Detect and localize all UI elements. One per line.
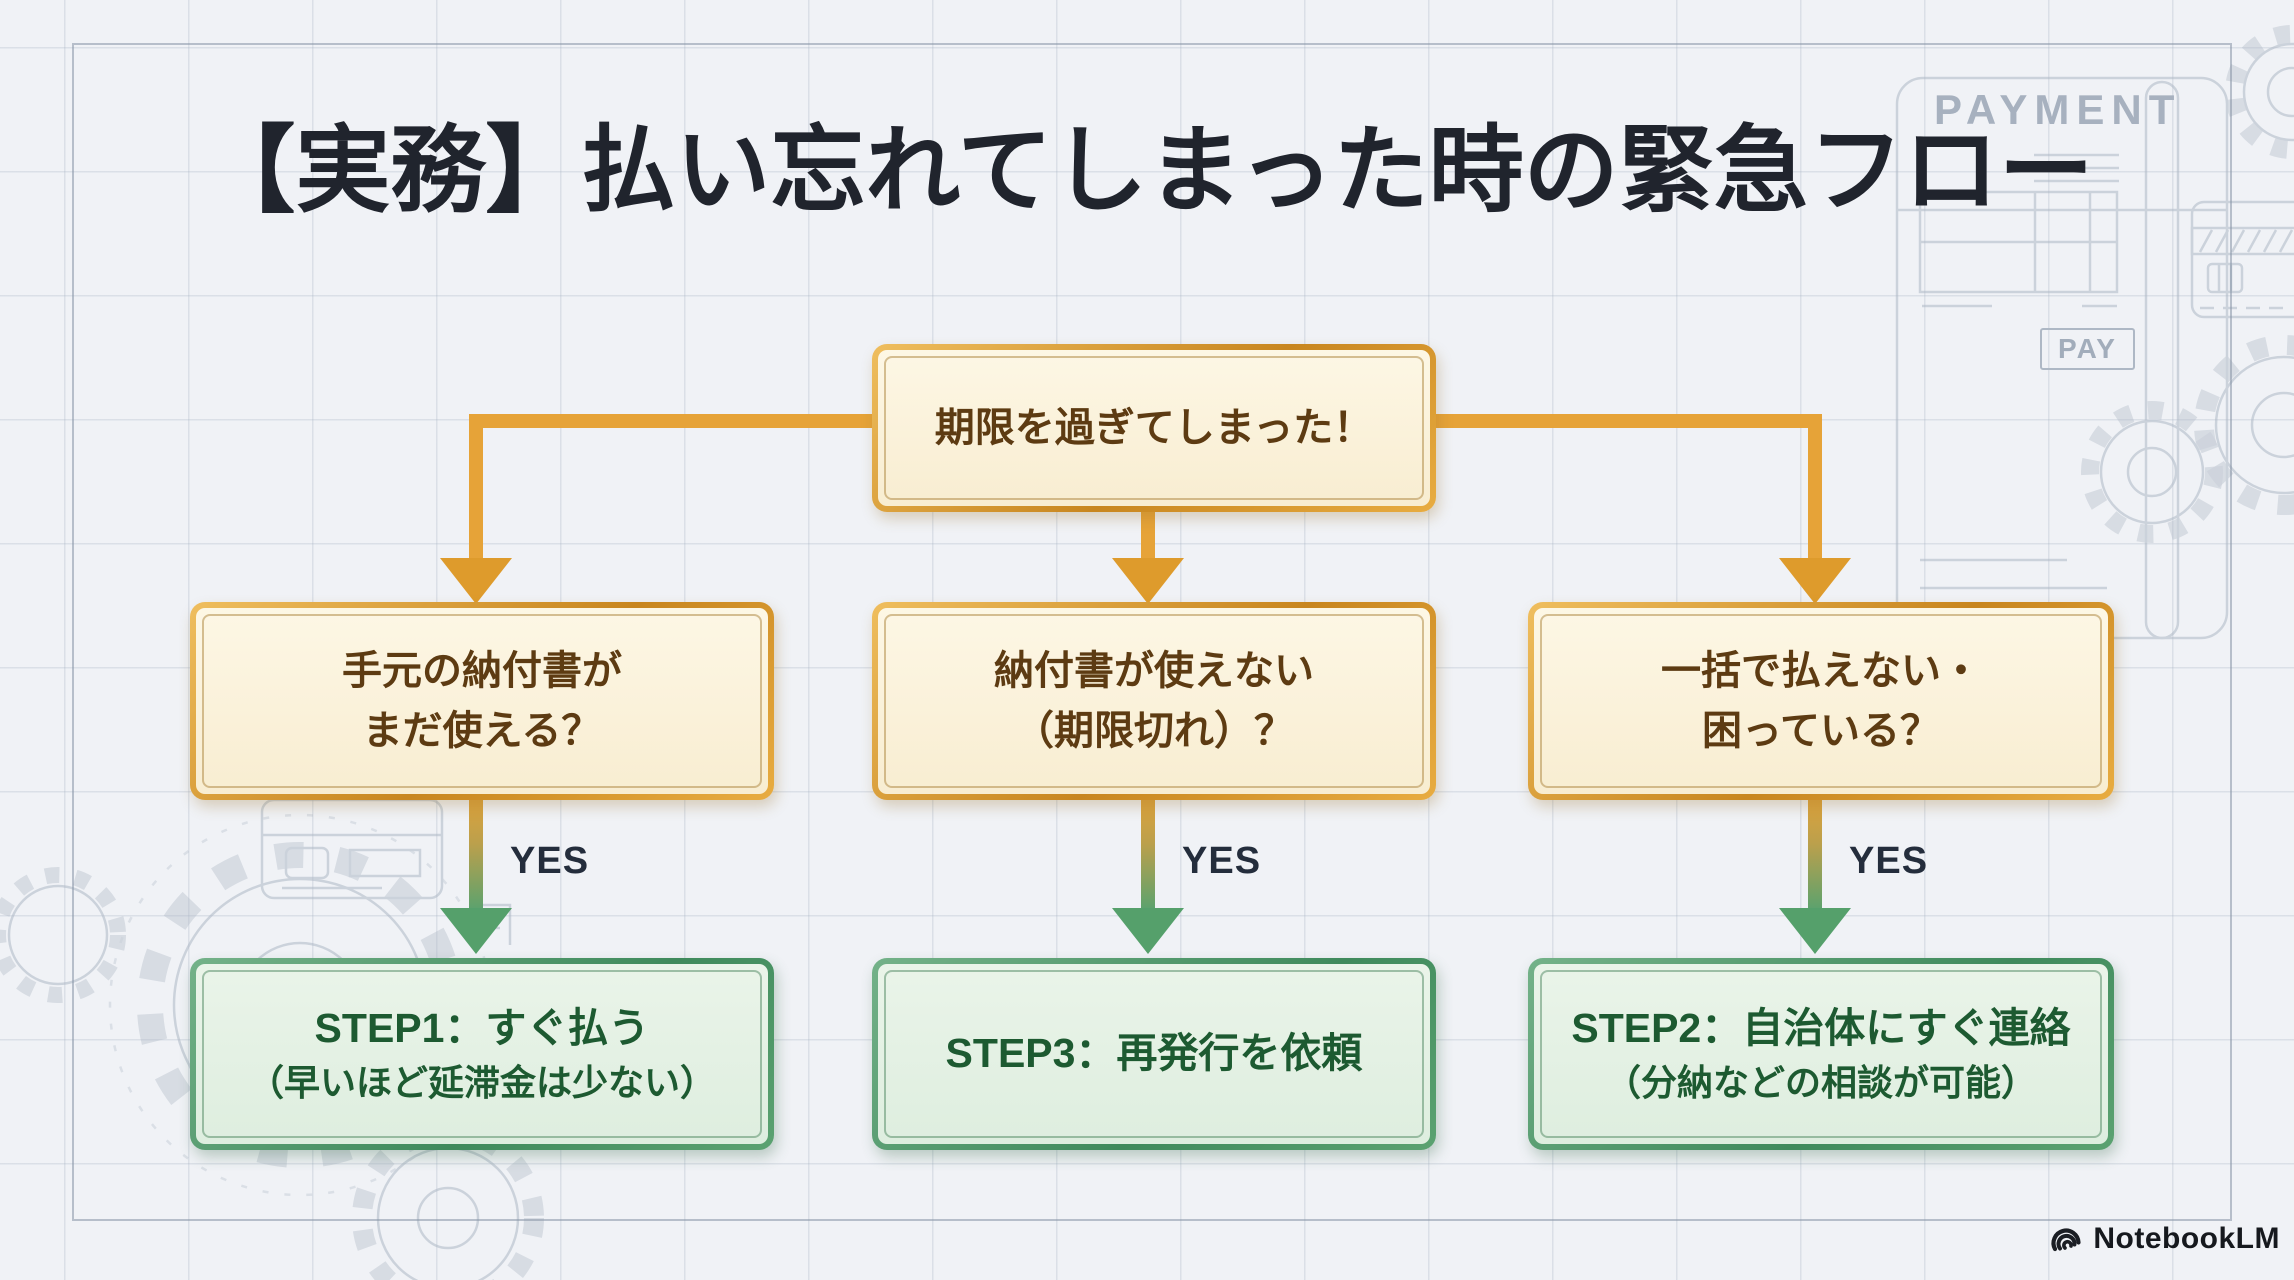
- question-3-line-1: 一括で払えない・: [1661, 649, 1981, 693]
- flow-node-question-2: 納付書が使えない （期限切れ）？: [872, 602, 1436, 800]
- gear-sketches-right: [2081, 25, 2294, 543]
- question-3-line-2: 困っている？: [1702, 709, 1940, 753]
- small-card-sketch: [260, 798, 512, 945]
- question-2-line-1: 納付書が使えない: [994, 649, 1314, 693]
- footer-brand-text: NotebookLM: [2093, 1222, 2280, 1255]
- connector-right-horizontal: [1424, 414, 1819, 428]
- flow-node-question-3: 一括で払えない・ 困っている？: [1528, 602, 2114, 800]
- question-1-line-2: まだ使える？: [362, 709, 602, 753]
- yes-arrow-1-shaft: [469, 788, 483, 912]
- footer-brand: NotebookLM: [2048, 1222, 2280, 1256]
- flow-node-result-3: STEP2：自治体にすぐ連絡 （分納などの相談が可能）: [1528, 958, 2114, 1150]
- yes-arrow-3-shaft: [1808, 788, 1822, 912]
- flow-node-start: 期限を過ぎてしまった！: [872, 344, 1436, 512]
- receipt-sketch: [1895, 76, 2229, 640]
- connector-right-vertical: [1808, 414, 1822, 562]
- question-1-line-1: 手元の納付書が: [342, 649, 622, 693]
- connector-left-horizontal: [470, 414, 872, 428]
- yes-label-1: YES: [510, 840, 590, 882]
- notebooklm-logo-icon: [2051, 1228, 2081, 1252]
- blueprint-frame: [72, 43, 2232, 1221]
- result-3-line-1: STEP2：自治体にすぐ連絡: [1571, 1005, 2071, 1052]
- yes-arrowhead-2: [1112, 908, 1184, 954]
- pay-sketch-label: PAY: [2040, 328, 2135, 370]
- arrowhead-center: [1112, 558, 1184, 604]
- yes-label-3: YES: [1849, 840, 1929, 882]
- arrowhead-right: [1779, 558, 1851, 604]
- payment-sketch-label: PAYMENT: [1934, 86, 2182, 133]
- arrowhead-left: [440, 558, 512, 604]
- flow-node-result-1: STEP1：すぐ払う （早いほど延滞金は少ない）: [190, 958, 774, 1150]
- yes-label-2: YES: [1182, 840, 1262, 882]
- flow-node-question-1: 手元の納付書が まだ使える？: [190, 602, 774, 800]
- result-3-line-2: （分納などの相談が可能）: [1604, 1061, 2037, 1103]
- yes-arrowhead-3: [1779, 908, 1851, 954]
- connector-center-vertical: [1141, 498, 1155, 562]
- result-1-line-2: （早いほど延滞金は少ない）: [247, 1061, 716, 1103]
- result-1-line-1: STEP1：すぐ払う: [314, 1005, 650, 1052]
- flow-node-start-label: 期限を過ぎてしまった！: [934, 406, 1374, 450]
- connector-left-vertical: [469, 414, 483, 562]
- yes-arrow-2-shaft: [1141, 788, 1155, 912]
- flow-node-result-2: STEP3：再発行を依頼: [872, 958, 1436, 1150]
- question-2-line-2: （期限切れ）？: [1014, 709, 1294, 753]
- yes-arrowhead-1: [440, 908, 512, 954]
- page-title: 【実務】払い忘れてしまった時の緊急フロー: [200, 118, 2094, 224]
- result-2-line-1: STEP3：再発行を依頼: [945, 1030, 1363, 1077]
